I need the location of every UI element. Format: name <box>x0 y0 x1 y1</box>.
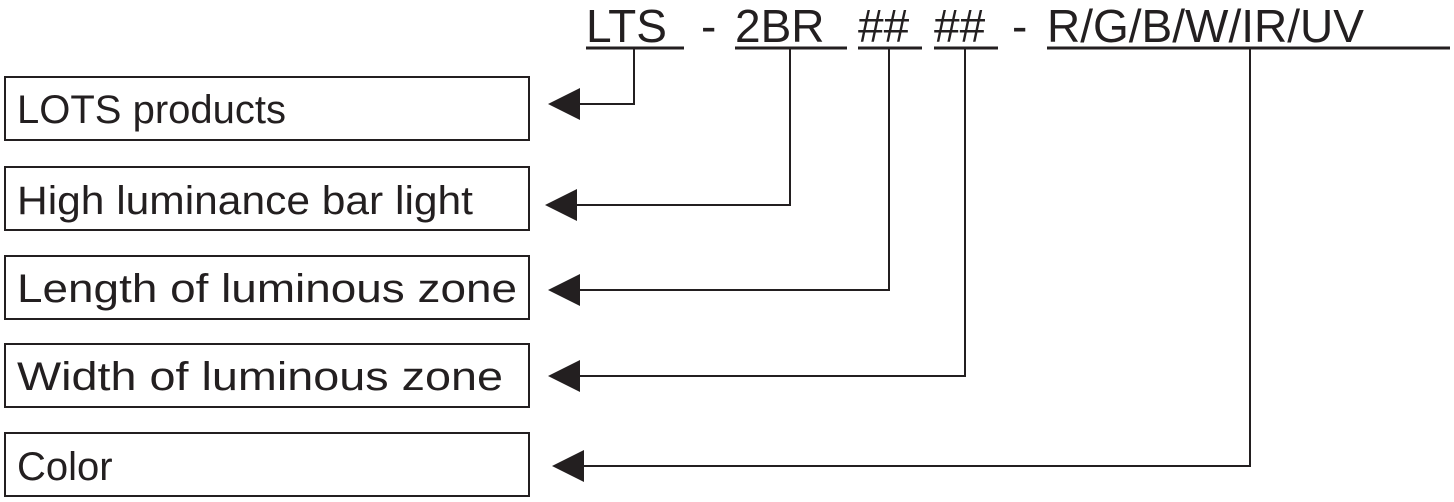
leader-line-color <box>582 48 1251 467</box>
label-width-zone: Width of luminous zone <box>17 355 503 399</box>
label-box-bar-light: High luminance bar light <box>4 166 530 231</box>
arrowheads <box>545 88 584 482</box>
leader-line-type <box>575 48 791 206</box>
leader-lines <box>575 48 1251 467</box>
code-segment-width: ## <box>934 0 986 52</box>
arrowhead-bar-light <box>545 189 577 221</box>
label-box-length-zone: Length of luminous zone <box>4 255 530 320</box>
arrowhead-color <box>552 450 584 482</box>
arrowhead-width-zone <box>548 360 580 392</box>
code-separator-2: - <box>1012 0 1027 52</box>
code-separator-1: - <box>701 0 716 52</box>
leader-line-lts <box>578 48 635 105</box>
leader-line-width <box>578 48 966 377</box>
label-length-zone: Length of luminous zone <box>17 267 517 311</box>
label-box-color: Color <box>4 432 530 497</box>
code-segment-type: 2BR <box>735 0 824 52</box>
label-lots-products: LOTS products <box>17 88 286 132</box>
code-segment-color: R/G/B/W/IR/UV <box>1047 0 1364 52</box>
leader-line-length <box>578 48 890 291</box>
arrowhead-length-zone <box>548 274 580 306</box>
code-segment-lts: LTS <box>586 0 667 52</box>
label-box-lots-products: LOTS products <box>4 76 530 141</box>
label-color: Color <box>17 445 113 489</box>
label-bar-light: High luminance bar light <box>17 179 473 223</box>
code-segment-length: ## <box>858 0 910 52</box>
model-code: LTS - 2BR ## ## - R/G/B/W/IR/UV <box>586 0 1364 52</box>
arrowhead-lots-products <box>548 88 580 120</box>
label-box-width-zone: Width of luminous zone <box>4 343 530 408</box>
